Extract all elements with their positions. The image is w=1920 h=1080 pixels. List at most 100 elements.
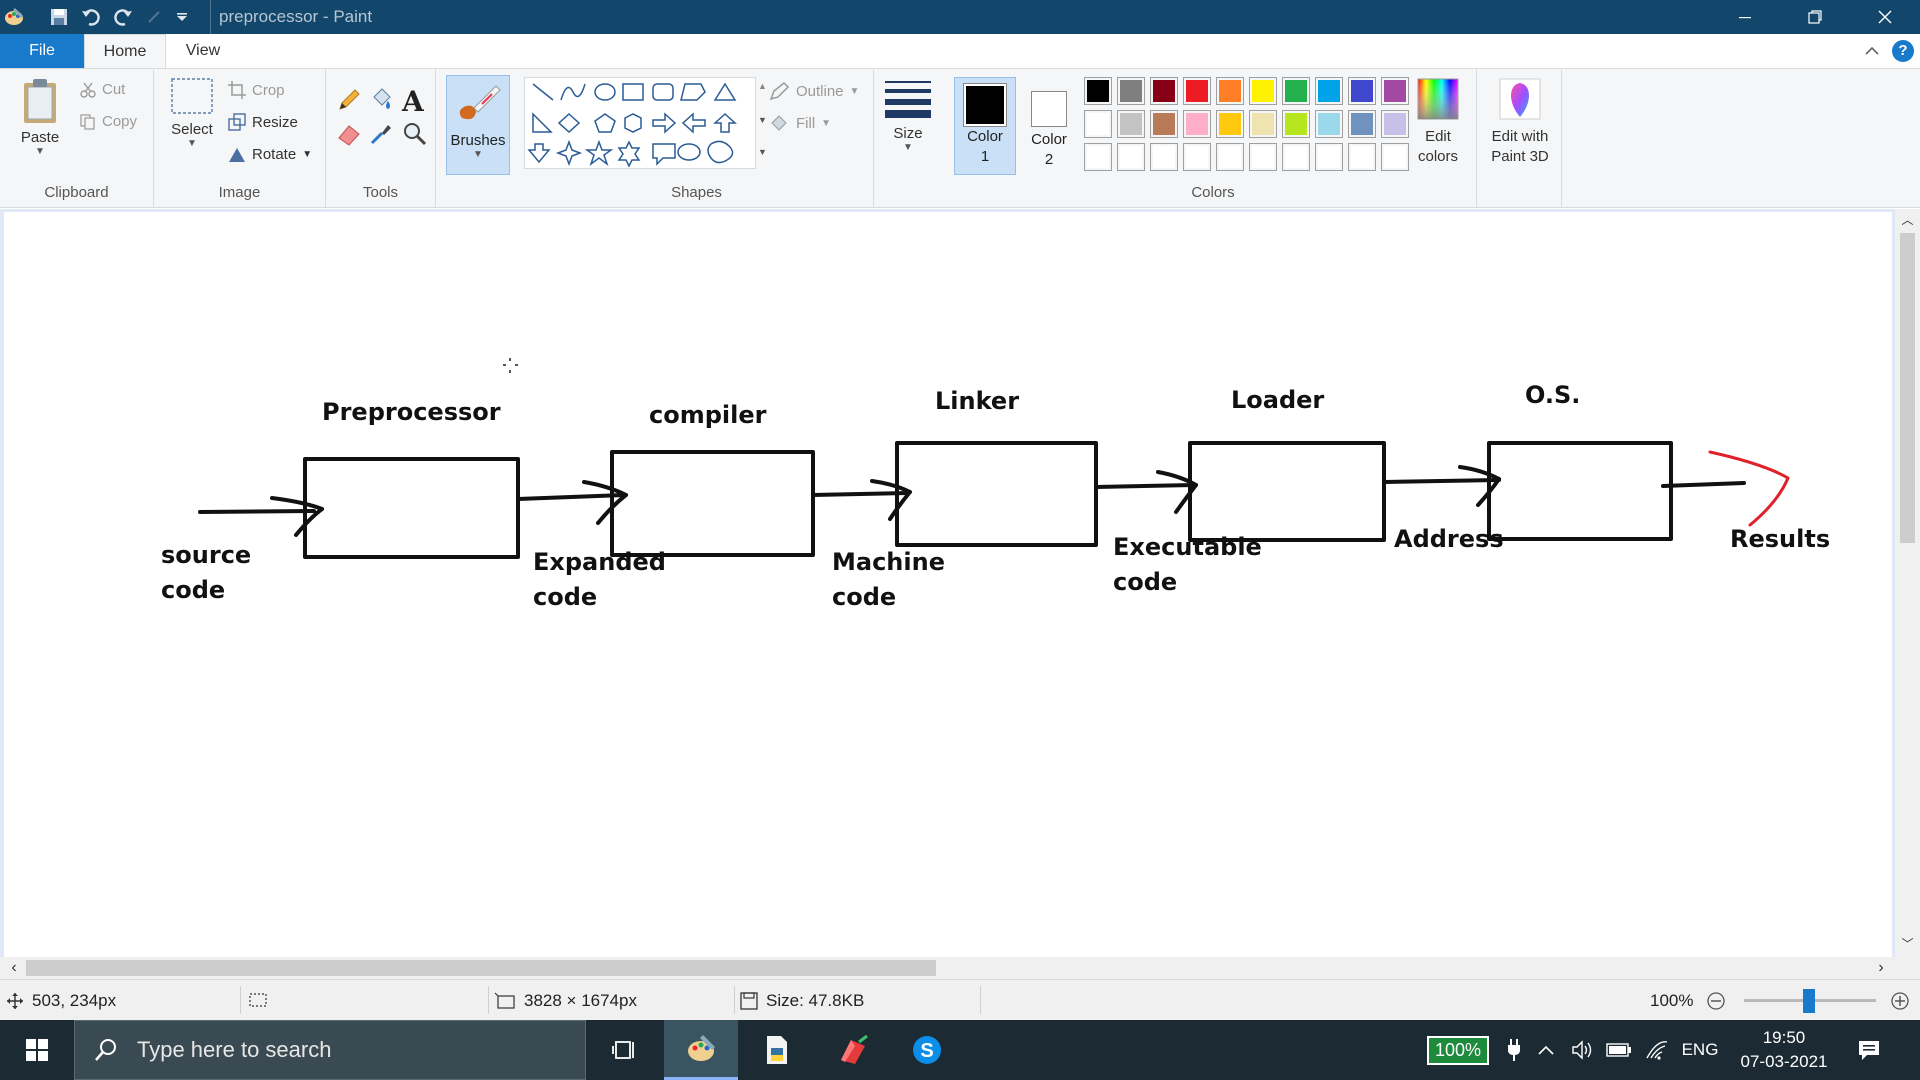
volume-icon[interactable]	[1566, 1020, 1600, 1080]
notifications-icon[interactable]	[1848, 1020, 1890, 1080]
taskbar-python-file[interactable]	[740, 1020, 814, 1080]
rotate-dropdown-icon[interactable]: ▼	[302, 148, 313, 160]
shapes-scroll-down-icon[interactable]: ▼	[758, 115, 767, 125]
palette-color-swatch[interactable]	[1084, 77, 1112, 105]
input-language[interactable]: ENG	[1681, 1040, 1719, 1059]
edit-colors-button[interactable]: Edit colors	[1406, 77, 1470, 177]
outline-button[interactable]: Outline ▼	[768, 81, 859, 101]
show-hidden-icons-icon[interactable]	[1530, 1020, 1562, 1080]
palette-color-swatch[interactable]	[1348, 77, 1376, 105]
taskbar-skype[interactable]: S	[890, 1020, 964, 1080]
text-tool-icon[interactable]: A	[402, 85, 424, 118]
size-button[interactable]: Size ▼	[880, 77, 936, 177]
eraser-icon[interactable]	[336, 121, 364, 149]
shapes-scroll-up-icon[interactable]: ▲	[758, 81, 767, 91]
select-dropdown-icon[interactable]: ▼	[187, 138, 197, 149]
taskbar-search-box[interactable]: Type here to search	[74, 1020, 586, 1080]
zoom-out-button[interactable]	[1706, 980, 1726, 1021]
fill-button[interactable]: Fill ▼	[768, 113, 831, 133]
power-plug-icon[interactable]	[1500, 1020, 1528, 1080]
palette-color-swatch[interactable]	[1381, 110, 1409, 138]
pencil-icon[interactable]	[336, 87, 364, 115]
custom-color-slot[interactable]	[1117, 143, 1145, 171]
tab-view[interactable]: View	[185, 42, 221, 59]
collapse-ribbon-icon[interactable]	[1860, 34, 1884, 68]
battery-icon[interactable]	[1602, 1020, 1636, 1080]
taskbar-snipping-tool[interactable]	[816, 1020, 890, 1080]
palette-color-swatch[interactable]	[1183, 110, 1211, 138]
restore-button[interactable]	[1780, 0, 1850, 34]
color1-button[interactable]: Color 1	[954, 77, 1016, 175]
zoom-in-button[interactable]	[1890, 980, 1910, 1021]
select-button[interactable]: Select ▼	[164, 77, 220, 177]
paste-dropdown-icon[interactable]: ▼	[35, 146, 45, 157]
palette-color-swatch[interactable]	[1117, 77, 1145, 105]
paste-button[interactable]: Paste ▼	[10, 77, 70, 177]
palette-color-swatch[interactable]	[1216, 110, 1244, 138]
rotate-button[interactable]: Rotate ▼	[228, 145, 312, 163]
palette-color-swatch[interactable]	[1282, 77, 1310, 105]
custom-color-slot[interactable]	[1315, 143, 1343, 171]
cut-button[interactable]: Cut	[80, 81, 125, 98]
custom-color-slot[interactable]	[1348, 143, 1376, 171]
palette-color-swatch[interactable]	[1150, 110, 1178, 138]
paint-app-icon[interactable]	[0, 0, 28, 34]
minimize-button[interactable]	[1710, 0, 1780, 34]
custom-color-slot[interactable]	[1249, 143, 1277, 171]
fill-bucket-icon[interactable]	[368, 87, 396, 115]
save-icon[interactable]	[44, 0, 74, 34]
palette-color-swatch[interactable]	[1117, 110, 1145, 138]
shapes-gallery[interactable]	[524, 77, 756, 169]
palette-color-swatch[interactable]	[1315, 77, 1343, 105]
brushes-button[interactable]: Brushes ▼	[446, 75, 510, 175]
scroll-left-icon[interactable]: ‹	[11, 959, 17, 976]
palette-color-swatch[interactable]	[1216, 77, 1244, 105]
custom-color-slot[interactable]	[1216, 143, 1244, 171]
custom-color-slot[interactable]	[1282, 143, 1310, 171]
drawing-canvas[interactable]: Preprocessor compiler Linker Loader O.S.…	[4, 212, 1892, 957]
vertical-scroll-thumb[interactable]	[1900, 233, 1915, 543]
close-button[interactable]	[1850, 0, 1920, 34]
palette-color-swatch[interactable]	[1381, 77, 1409, 105]
palette-color-swatch[interactable]	[1249, 77, 1277, 105]
tab-home[interactable]: Home	[84, 34, 166, 68]
custom-color-slot[interactable]	[1084, 143, 1112, 171]
crop-button[interactable]: Crop	[228, 81, 285, 99]
custom-color-slot[interactable]	[1183, 143, 1211, 171]
palette-color-swatch[interactable]	[1348, 110, 1376, 138]
custom-color-slot[interactable]	[1150, 143, 1178, 171]
vertical-scrollbar[interactable]: ︿ ﹀	[1895, 209, 1920, 957]
help-icon[interactable]: ?	[1892, 40, 1914, 62]
taskbar-paint[interactable]	[664, 1020, 738, 1080]
zoom-slider-thumb[interactable]	[1803, 989, 1815, 1013]
palette-color-swatch[interactable]	[1183, 77, 1211, 105]
palette-color-swatch[interactable]	[1084, 110, 1112, 138]
tab-file[interactable]: File	[0, 34, 84, 68]
palette-color-swatch[interactable]	[1282, 110, 1310, 138]
custom-color-slot[interactable]	[1381, 143, 1409, 171]
wifi-icon[interactable]	[1640, 1020, 1674, 1080]
scroll-right-icon[interactable]: ›	[1878, 959, 1884, 976]
color2-button[interactable]: Color 2	[1018, 77, 1080, 175]
copy-button[interactable]: Copy	[80, 113, 137, 130]
quick-access-extra-icon[interactable]	[144, 0, 164, 34]
taskbar-clock[interactable]: 19:50 07-03-2021	[1732, 1020, 1836, 1080]
start-button[interactable]	[0, 1020, 74, 1080]
scroll-down-icon[interactable]: ﹀	[1901, 937, 1914, 951]
customize-quick-access-icon[interactable]	[170, 0, 194, 34]
redo-icon[interactable]	[108, 0, 138, 34]
shapes-more-icon[interactable]: ▼	[758, 147, 767, 157]
resize-button[interactable]: Resize	[228, 113, 298, 131]
battery-percentage-badge[interactable]: 100%	[1420, 1020, 1496, 1080]
task-view-button[interactable]	[588, 1020, 662, 1080]
undo-icon[interactable]	[76, 0, 106, 34]
edit-with-paint3d-button[interactable]: Edit with Paint 3D	[1481, 77, 1559, 177]
scroll-up-icon[interactable]: ︿	[1901, 213, 1914, 227]
horizontal-scroll-thumb[interactable]	[26, 960, 936, 976]
palette-color-swatch[interactable]	[1249, 110, 1277, 138]
horizontal-scrollbar[interactable]: ‹ ›	[0, 957, 1895, 979]
color-picker-icon[interactable]	[368, 121, 396, 149]
magnifier-icon[interactable]	[402, 121, 430, 149]
palette-color-swatch[interactable]	[1150, 77, 1178, 105]
palette-color-swatch[interactable]	[1315, 110, 1343, 138]
